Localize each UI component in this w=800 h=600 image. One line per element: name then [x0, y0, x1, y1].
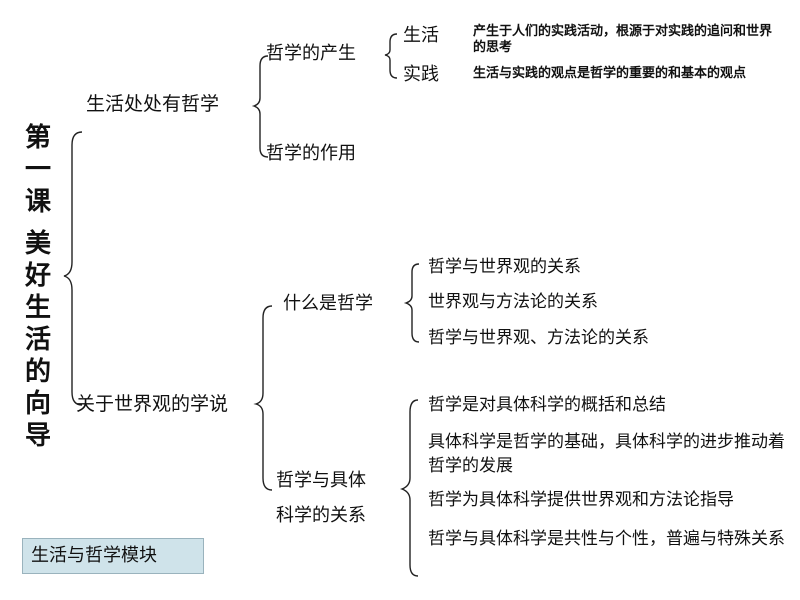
- science-item: 哲学是对具体科学的概括和总结: [428, 395, 666, 415]
- title-char: 第: [25, 123, 52, 153]
- function-label: 哲学的作用: [266, 143, 356, 164]
- science-relation-label-line2: 科学的关系: [276, 505, 366, 526]
- what-bracket: [403, 263, 420, 343]
- title-char: 一: [25, 155, 52, 185]
- title-char: 美: [25, 229, 52, 259]
- title-char: 生: [25, 293, 52, 323]
- title-char: 活: [25, 325, 52, 355]
- what-item: 哲学与世界观的关系: [428, 257, 581, 277]
- origin-item-desc: 产生于人们的实践活动，根源于对实践的追问和世界的思考: [473, 24, 773, 55]
- module-tag: 生活与哲学模块: [22, 538, 204, 574]
- title-char: 好: [25, 261, 52, 291]
- science-item: 哲学为具体科学提供世界观和方法论指导: [428, 490, 734, 510]
- title-char: 导: [25, 421, 52, 451]
- origin-item-desc: 生活与实践的观点是哲学的重要的和基本的观点: [473, 66, 747, 81]
- branch2-bracket: [253, 305, 273, 491]
- lesson-title: 第 一 课 美 好 生 活 的 向 导: [25, 122, 59, 452]
- what-item: 哲学与世界观、方法论的关系: [428, 328, 649, 348]
- origin-label: 哲学的产生: [266, 43, 356, 64]
- what-item: 世界观与方法论的关系: [428, 292, 598, 312]
- title-char: 向: [25, 389, 52, 419]
- science-item: 哲学与具体科学是共性与个性，普遍与特殊关系: [428, 529, 785, 549]
- main-bracket: [63, 131, 83, 406]
- origin-item-key: 生活: [403, 25, 439, 46]
- branch2-label: 关于世界观的学说: [76, 393, 229, 415]
- origin-item-key: 实践: [403, 64, 439, 85]
- science-bracket: [400, 399, 419, 577]
- title-char: 课: [25, 187, 52, 217]
- science-item: 具体科学是哲学的基础，具体科学的进步推动着哲学的发展: [428, 432, 785, 476]
- science-relation-label-line1: 哲学与具体: [276, 470, 366, 491]
- branch1-label: 生活处处有哲学: [86, 93, 220, 115]
- origin-bracket: [384, 33, 398, 79]
- what-is-philosophy-label: 什么是哲学: [283, 293, 373, 314]
- branch1-bracket: [251, 55, 269, 158]
- title-char: 的: [25, 357, 52, 387]
